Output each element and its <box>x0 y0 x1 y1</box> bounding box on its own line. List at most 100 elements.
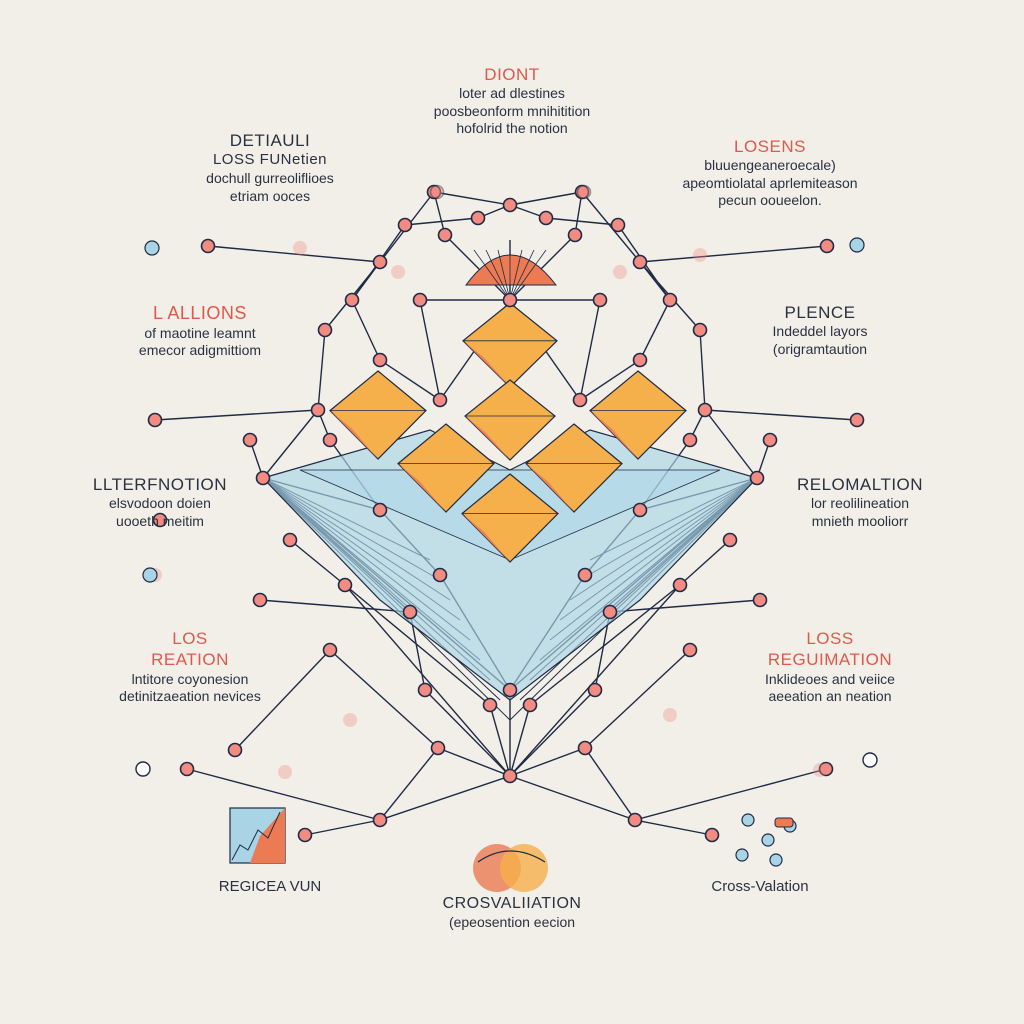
network-node <box>610 217 626 233</box>
connection-line <box>509 747 586 777</box>
faded-node <box>613 265 627 279</box>
network-node <box>752 592 768 608</box>
faded-node <box>813 763 827 777</box>
network-node <box>337 577 353 593</box>
network-node <box>200 238 216 254</box>
network-node <box>372 812 388 828</box>
network-node <box>577 740 593 756</box>
network-node <box>576 184 592 200</box>
faded-node <box>663 708 677 722</box>
connection-line <box>289 539 346 586</box>
connection-line <box>489 704 511 777</box>
diamond-bottom <box>461 473 559 563</box>
network-node <box>538 210 554 226</box>
label-top-right-line-2: apeomtiolatal aprlemiteason <box>682 174 858 191</box>
network-node <box>522 697 538 713</box>
network-node <box>310 402 326 418</box>
connection-line <box>317 329 326 411</box>
connection-line <box>509 234 576 301</box>
network-node <box>179 761 195 777</box>
connection-line <box>424 689 511 777</box>
network-node <box>692 322 708 338</box>
diamond-shade <box>398 463 446 512</box>
network-node <box>722 532 738 548</box>
label-top-title: DIONT <box>484 65 540 84</box>
network-node <box>749 470 765 486</box>
connection-line <box>639 299 671 361</box>
label-top-left-line-1: LOSS FUNetien <box>212 151 328 169</box>
connection-line <box>304 819 381 836</box>
connection-line <box>704 409 858 421</box>
diamond-shade <box>590 410 638 459</box>
network-node <box>255 470 271 486</box>
label-bottom-left: REGICEA VUN <box>180 878 360 897</box>
network-node <box>152 512 168 528</box>
connection-line <box>509 775 636 821</box>
network-node <box>252 592 268 608</box>
label-center-right-line-2: mnieth mooliorr <box>811 512 909 529</box>
network-node <box>819 238 835 254</box>
petal-line <box>509 249 547 301</box>
diagram-shapes <box>261 249 759 701</box>
molecule-bond <box>774 817 794 828</box>
network-node <box>430 740 446 756</box>
chart-thumb-line <box>231 811 281 861</box>
connection-line <box>379 775 511 821</box>
connection-line <box>379 359 441 401</box>
label-low-left-title-1: LOS <box>172 629 208 648</box>
decorative-icons <box>229 807 797 892</box>
connection-line <box>437 747 511 777</box>
label-mid-left-line-2: emecor adigmittiom <box>138 342 262 358</box>
molecule-icon <box>735 813 797 867</box>
network-node <box>344 292 360 308</box>
connection-line <box>639 245 828 263</box>
connection-line <box>419 299 441 401</box>
network-node <box>317 322 333 338</box>
label-bottom-right: Cross-Valation <box>670 878 850 897</box>
connection-line <box>234 649 331 751</box>
diamond-left <box>329 370 427 460</box>
label-center-right: RELOMALTION lor reolilineation mnieth mo… <box>760 474 960 530</box>
label-top-left-title: DETIAULI <box>229 131 311 150</box>
label-mid-right-title: PLENCE <box>784 303 856 322</box>
connection-line <box>545 217 619 226</box>
label-mid-left-title: L ALLIONS <box>153 303 247 323</box>
diamond-shade <box>526 463 574 512</box>
network-node <box>762 432 778 448</box>
network-node <box>242 432 258 448</box>
connection-line <box>609 599 761 613</box>
label-mid-right: PLENCE Indeddel layors (origramtaution <box>720 302 920 358</box>
label-low-left-line-1: lntitore coyonesion <box>131 670 249 687</box>
diamond-mid-left <box>397 423 495 513</box>
connection-line <box>444 234 511 301</box>
hollow-node <box>862 752 878 768</box>
network-node <box>577 567 593 583</box>
label-bottom-center-title: CROSVALIIATION <box>442 895 582 912</box>
network-node <box>502 768 518 784</box>
label-mid-right-line-1: Indeddel layors <box>772 323 868 340</box>
network-node <box>704 827 720 843</box>
label-top-line-3: hofolrid the notion <box>456 120 568 137</box>
network-node <box>147 412 163 428</box>
label-low-right-line-2: aeeation an neation <box>768 688 892 704</box>
label-mid-left-line-1: of maotine leamnt <box>144 324 256 341</box>
network-node <box>432 392 448 408</box>
chart-thumb-area <box>250 808 285 863</box>
network-node <box>402 604 418 620</box>
diamond-face <box>462 302 558 388</box>
diamond-shade <box>330 410 378 459</box>
connection-line <box>584 649 691 749</box>
label-bottom-center: CROSVALIIATION (epeosention eecion <box>402 894 622 932</box>
label-low-left-line-2: detinitzaeation nevices <box>119 688 261 704</box>
label-bottom-right-title: Cross-Valation <box>711 878 809 895</box>
petal-line <box>485 249 511 301</box>
connection-line <box>262 409 319 479</box>
connection-line <box>207 245 381 263</box>
petal-line <box>473 249 511 301</box>
network-node <box>322 432 338 448</box>
network-node <box>672 577 688 593</box>
network-node <box>412 292 428 308</box>
label-top-right: LOSENS bluuengeaneroecale) apeomtiolatal… <box>640 136 900 210</box>
venn-arc <box>477 850 546 863</box>
diamond-center <box>464 379 556 461</box>
